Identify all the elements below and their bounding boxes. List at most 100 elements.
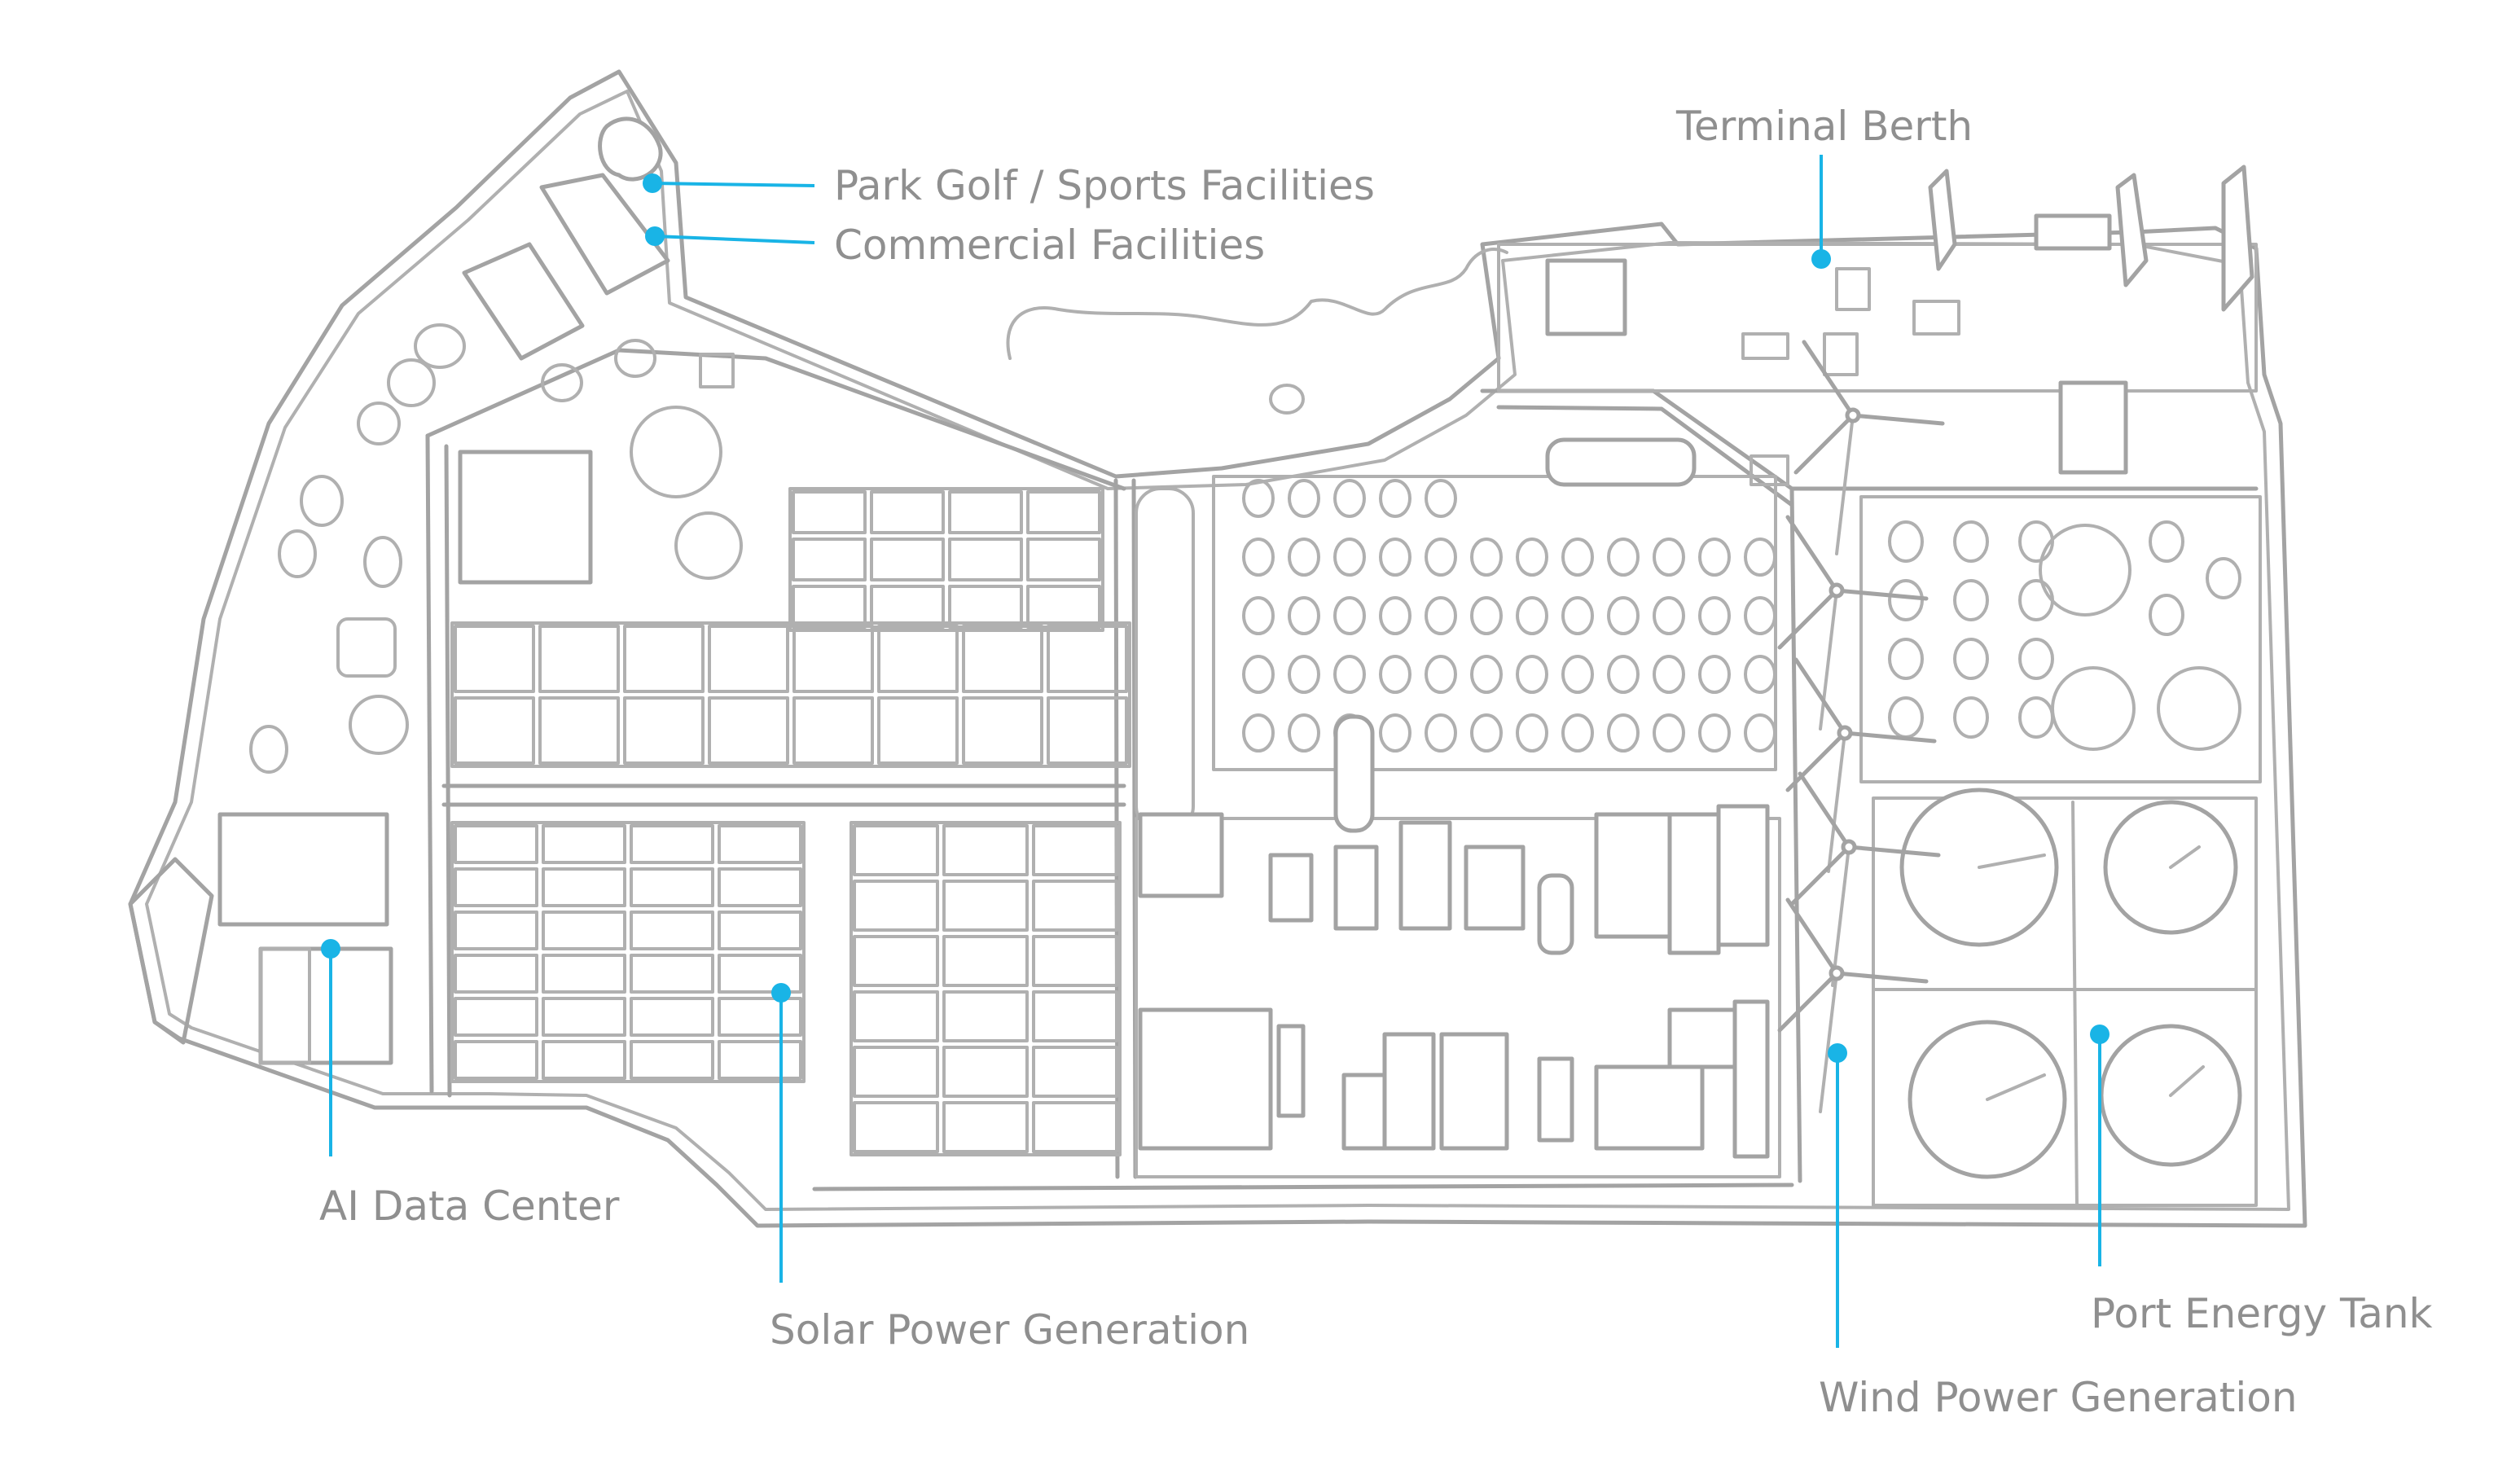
energy-tank-label: Port Energy Tank [2091,1290,2433,1337]
storage-tank [1953,579,1989,621]
solar-panel [630,1040,714,1080]
industrial-building [1667,812,1721,955]
coastline [1006,248,1508,360]
solar-panel [630,954,714,994]
storage-tank [1242,655,1275,694]
terminal-berth-marker-icon[interactable] [1811,249,1831,269]
wind-marker-icon[interactable] [1828,1043,1847,1063]
storage-tank [1379,596,1411,635]
storage-tank [1333,479,1366,518]
park-golf-marker-icon[interactable] [643,173,662,193]
ai-data-center-label: AI Data Center [319,1183,620,1230]
solar-panel [1047,696,1128,765]
ai-data-center-marker-icon[interactable] [321,939,340,959]
solar-panel [1032,990,1118,1042]
storage-tank [1470,538,1503,577]
industrial-building [1537,1056,1574,1143]
industrial-building [1138,812,1224,898]
solar-panel [1032,1046,1118,1098]
tree-4 [300,475,344,527]
storage-tank [1516,596,1548,635]
storage-tank [1379,713,1411,753]
storage-tank [1744,713,1776,753]
solar-panel [542,911,626,950]
storage-tank [1653,713,1685,753]
storage-tank [1379,538,1411,577]
turbine-tower [1835,414,1855,555]
commercial-marker-icon[interactable] [645,226,665,246]
silo [1333,714,1375,833]
turbine-hub [1841,839,1857,855]
solar-panel [718,997,802,1037]
solar-panel [1026,490,1101,534]
storage-tank [1953,696,1989,739]
solar-panel [792,696,874,765]
storage-tank [1888,696,1924,739]
storage-tank [1888,638,1924,680]
storage-tank [2018,696,2054,739]
solar-panel [792,538,867,581]
solar-panel [1026,538,1101,581]
solar-panel [792,585,867,629]
storage-tank [1744,596,1776,635]
solar-panel [948,490,1023,534]
solar-panel [718,867,802,907]
solar-panels [450,487,1131,1156]
storage-tank [1698,713,1731,753]
storage-tank [1470,713,1503,753]
industrial-building [1276,1024,1306,1118]
commercial-block-1 [539,173,670,296]
solar-panel [1032,824,1118,876]
site-illustration [128,69,2307,1228]
storage-tank [1607,713,1640,753]
tree-11 [614,339,656,378]
turbine-blade [1785,897,1839,976]
solar-panel [1032,880,1118,932]
solar-panel [454,997,538,1037]
tree-10 [541,363,583,402]
solar-panel [454,696,535,765]
storage-tank [1888,520,1924,563]
industrial-building [1594,812,1672,939]
solar-panel [853,824,939,876]
turbine-blade [1793,657,1847,735]
gate-house [2058,380,2128,475]
terminal-yard [1497,243,2258,393]
solar-panel [718,1040,802,1080]
energy-tank-marker-icon[interactable] [2090,1025,2110,1044]
solar-panel [708,625,789,693]
tree-8 [349,695,409,755]
storage-tank [1698,655,1731,694]
data-center-hall [217,812,389,927]
container-stack-1 [2034,213,2112,251]
solar-marker-icon[interactable] [771,983,791,1003]
turbine-hub [1837,725,1853,741]
storage-tank [1333,596,1366,635]
solar-panel [538,696,620,765]
tank-pipe-1 [1978,853,2046,869]
storage-tank [1561,596,1594,635]
park-golf-label: Park Golf / Sports Facilities [834,162,1375,209]
turbine-blade [1850,413,1945,426]
turbine-hub [1845,407,1861,423]
solar-panel [962,625,1043,693]
container-1 [1835,267,1871,311]
solar-panel [718,954,802,994]
solar-panel [792,625,874,693]
tree-3 [357,402,401,445]
road-north [425,348,1126,491]
solar-grid-s-frame [850,821,1122,1156]
tank-farm-east-frame [1859,495,2262,783]
solar-panel [454,867,538,907]
tree-7 [363,536,402,588]
solar-panel [877,696,959,765]
tank-yard [1872,796,2258,1207]
storage-tank [1470,655,1503,694]
storage-tank [1516,538,1548,577]
data-center-annex [259,947,311,1064]
tree-6 [249,725,288,774]
storage-tank [1698,538,1731,577]
pond [1269,384,1305,415]
turbine-blade [1802,340,1855,418]
industrial-building [1382,1032,1436,1151]
